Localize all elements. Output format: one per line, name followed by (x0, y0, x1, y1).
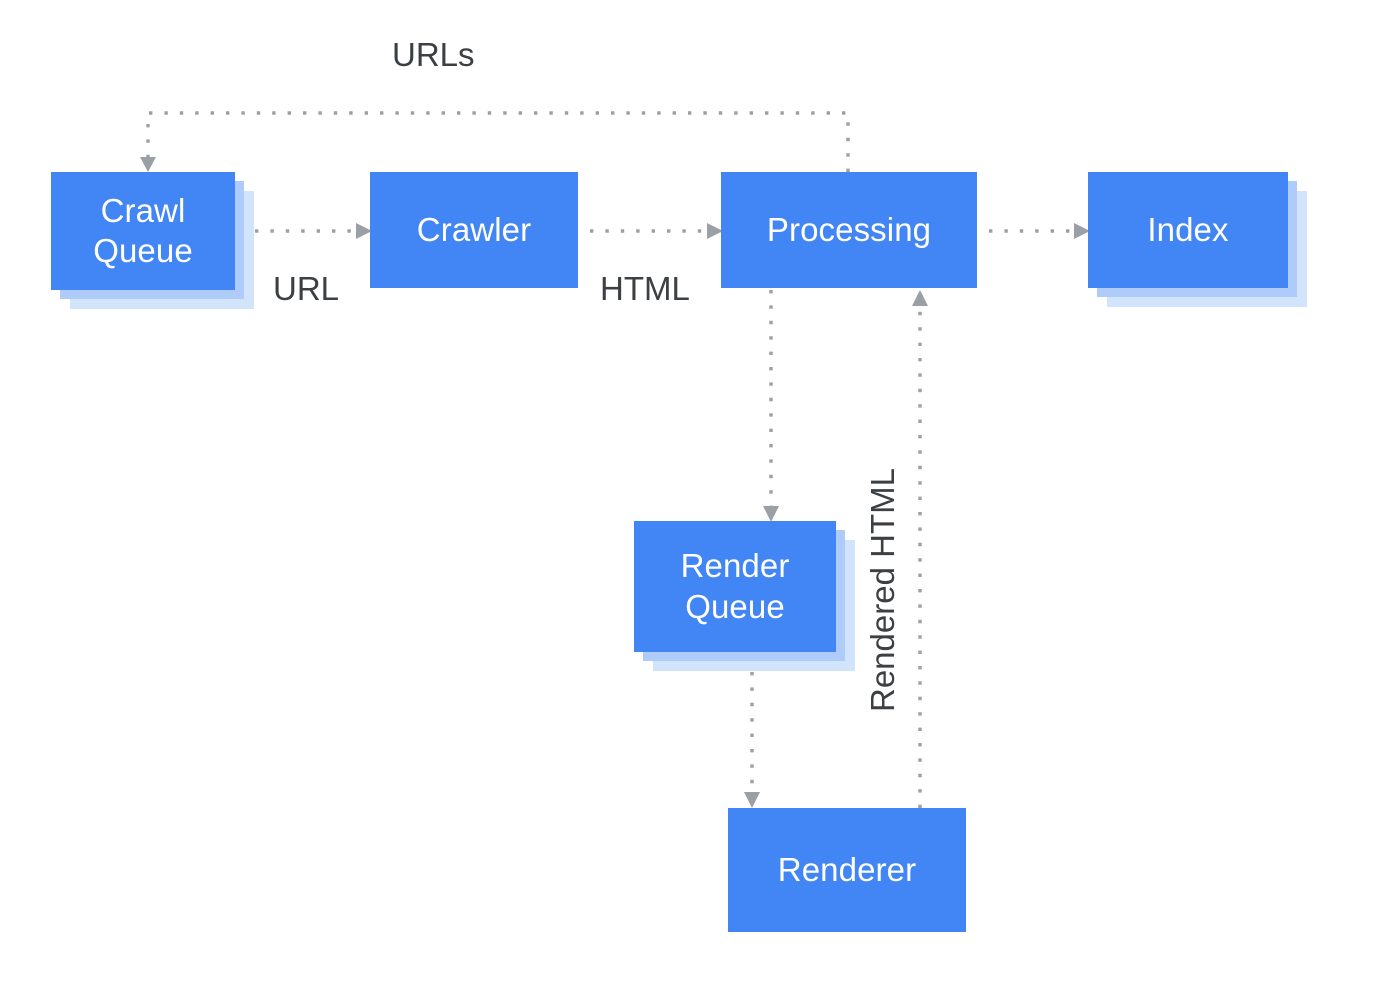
node-face: Index (1088, 172, 1288, 288)
node-crawler[interactable]: Crawler (370, 172, 578, 288)
node-label: Processing (766, 210, 932, 248)
node-face: Render Queue (634, 521, 836, 652)
node-label: Crawler (416, 210, 532, 248)
edge-to-index (989, 223, 1090, 239)
edge-urls (140, 111, 850, 172)
edge-label-url: URL (273, 270, 340, 307)
node-render-queue[interactable]: Render Queue (634, 521, 855, 671)
node-index[interactable]: Index (1088, 172, 1307, 307)
node-face: Crawl Queue (51, 172, 235, 290)
edge-to-renderer (744, 672, 760, 808)
node-label: Crawl Queue (93, 191, 193, 269)
node-label: Renderer (777, 850, 917, 888)
edge-rendered-html (912, 290, 928, 808)
node-face: Processing (721, 172, 977, 288)
node-processing[interactable]: Processing (721, 172, 977, 288)
edge-to-render-queue (763, 290, 779, 522)
node-renderer[interactable]: Renderer (728, 808, 966, 932)
node-face: Crawler (370, 172, 578, 288)
node-face: Renderer (728, 808, 966, 932)
node-label: Index (1147, 210, 1229, 248)
node-label: Render Queue (680, 547, 790, 625)
edge-label-urls: URLs (392, 36, 475, 73)
node-crawl-queue[interactable]: Crawl Queue (51, 172, 254, 309)
edge-url (255, 223, 372, 239)
edge-html (590, 223, 723, 239)
edge-label-html: HTML (600, 270, 690, 307)
edge-label-rendered-html: Rendered HTML (864, 468, 901, 712)
